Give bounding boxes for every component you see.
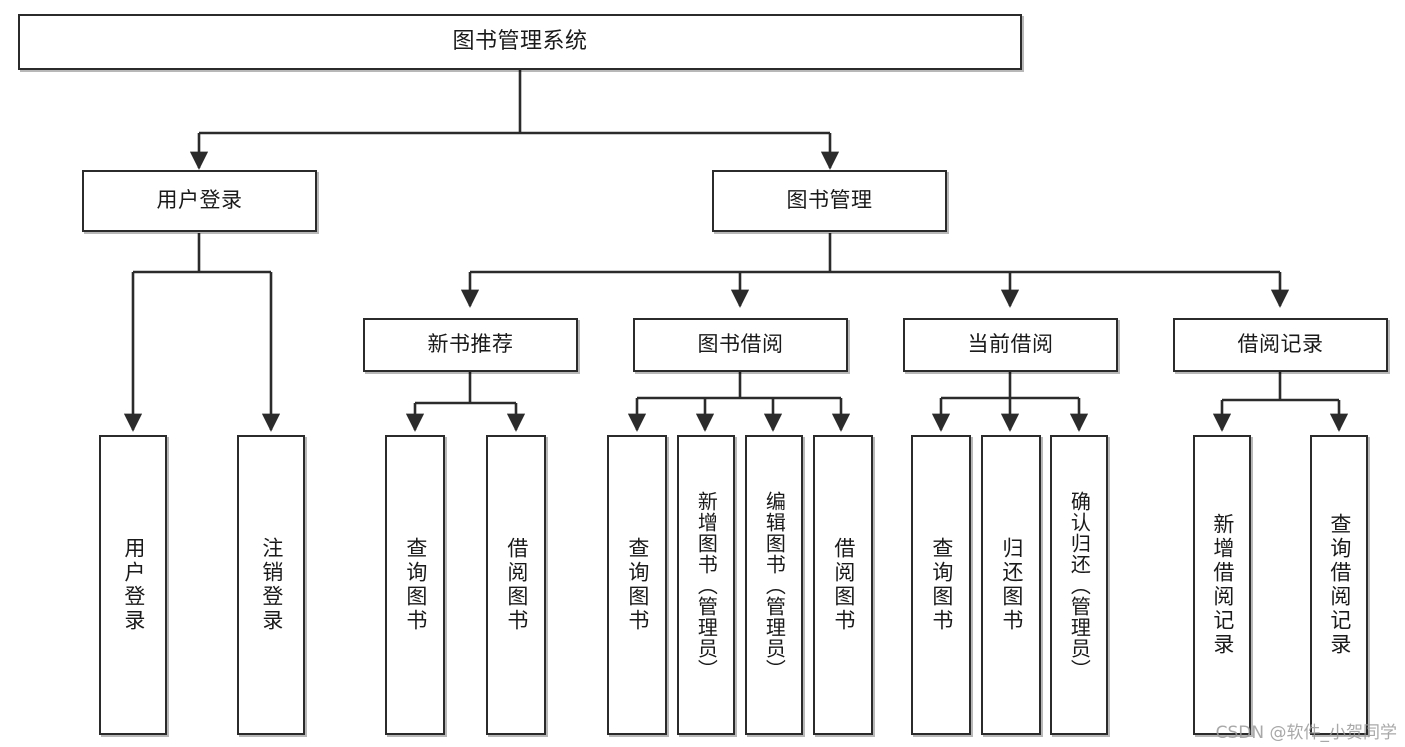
node-label: 查询图书 [403, 537, 428, 633]
node-new-book-recommendation[interactable]: 新书推荐 [363, 318, 578, 372]
node-label: 当前借阅 [967, 332, 1054, 357]
leaf-user-login[interactable]: 用户登录 [99, 435, 167, 735]
node-label: 新增借阅记录 [1210, 513, 1235, 657]
leaf-borrow-book-newbook[interactable]: 借阅图书 [486, 435, 546, 735]
leaf-logout-login[interactable]: 注销登录 [237, 435, 305, 735]
node-label: 编辑图书（管理员） [762, 490, 787, 680]
leaf-borrow-book-borrow[interactable]: 借阅图书 [813, 435, 873, 735]
node-label: 确认归还（管理员） [1067, 490, 1092, 680]
node-borrow-record[interactable]: 借阅记录 [1173, 318, 1388, 372]
node-label: 用户登录 [156, 188, 243, 213]
node-label: 借阅记录 [1237, 332, 1324, 357]
node-label: 图书管理系统 [452, 28, 588, 54]
node-label: 图书借阅 [697, 332, 784, 357]
node-root-book-management-system[interactable]: 图书管理系统 [18, 14, 1022, 70]
node-label: 注销登录 [259, 537, 284, 633]
leaf-add-borrow-record[interactable]: 新增借阅记录 [1193, 435, 1251, 735]
node-current-borrow[interactable]: 当前借阅 [903, 318, 1118, 372]
node-label: 归还图书 [999, 537, 1024, 633]
leaf-edit-book-admin[interactable]: 编辑图书（管理员） [745, 435, 803, 735]
node-label: 新书推荐 [427, 332, 514, 357]
node-label: 查询借阅记录 [1327, 513, 1352, 657]
leaf-query-borrow-record[interactable]: 查询借阅记录 [1310, 435, 1368, 735]
leaf-query-book-current[interactable]: 查询图书 [911, 435, 971, 735]
leaf-return-book[interactable]: 归还图书 [981, 435, 1041, 735]
node-label: 用户登录 [121, 537, 146, 633]
leaf-add-book-admin[interactable]: 新增图书（管理员） [677, 435, 735, 735]
node-label: 查询图书 [625, 537, 650, 633]
node-label: 图书管理 [786, 188, 873, 213]
node-label: 新增图书（管理员） [694, 490, 719, 680]
leaf-confirm-return-admin[interactable]: 确认归还（管理员） [1050, 435, 1108, 735]
node-user-login[interactable]: 用户登录 [82, 170, 317, 232]
node-book-borrow[interactable]: 图书借阅 [633, 318, 848, 372]
node-label: 借阅图书 [831, 537, 856, 633]
leaf-query-book-borrow[interactable]: 查询图书 [607, 435, 667, 735]
leaf-query-book-newbook[interactable]: 查询图书 [385, 435, 445, 735]
node-book-management[interactable]: 图书管理 [712, 170, 947, 232]
node-label: 查询图书 [929, 537, 954, 633]
csdn-watermark: CSDN @软件_小贺同学 [1215, 723, 1397, 743]
node-label: 借阅图书 [504, 537, 529, 633]
